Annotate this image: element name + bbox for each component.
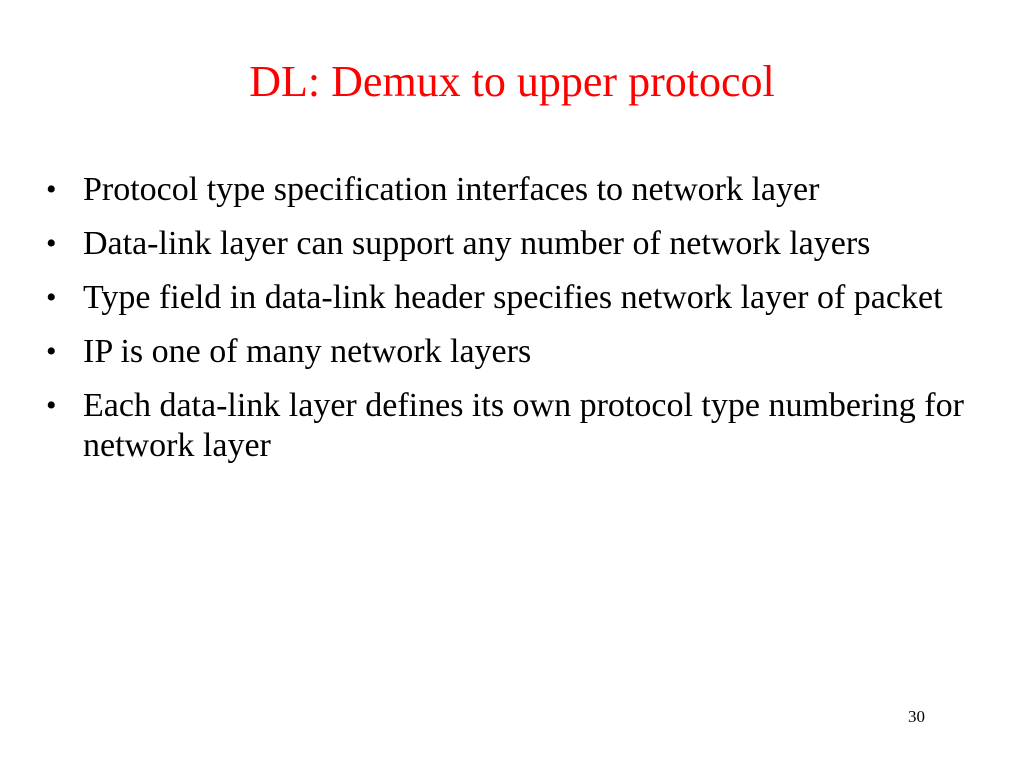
- bullet-item: • Data-link layer can support any number…: [46, 224, 986, 264]
- bullet-text: IP is one of many network layers: [83, 333, 532, 370]
- bullet-icon: •: [46, 173, 57, 206]
- bullet-list: • Protocol type specification interfaces…: [46, 170, 986, 480]
- bullet-item: • Each data-link layer defines its own p…: [46, 386, 986, 466]
- bullet-item: • Protocol type specification interfaces…: [46, 170, 986, 210]
- bullet-text: Type field in data-link header specifies…: [83, 279, 943, 316]
- bullet-text: Data-link layer can support any number o…: [83, 225, 871, 262]
- bullet-icon: •: [46, 335, 57, 368]
- page-number: 30: [908, 707, 925, 726]
- bullet-text: Each data-link layer defines its own pro…: [83, 387, 964, 464]
- bullet-item: • IP is one of many network layers: [46, 332, 986, 372]
- bullet-icon: •: [46, 227, 57, 260]
- bullet-item: • Type field in data-link header specifi…: [46, 278, 986, 318]
- bullet-icon: •: [46, 389, 57, 422]
- bullet-text: Protocol type specification interfaces t…: [83, 171, 820, 208]
- bullet-icon: •: [46, 281, 57, 314]
- slide-title: DL: Demux to upper protocol: [249, 57, 775, 106]
